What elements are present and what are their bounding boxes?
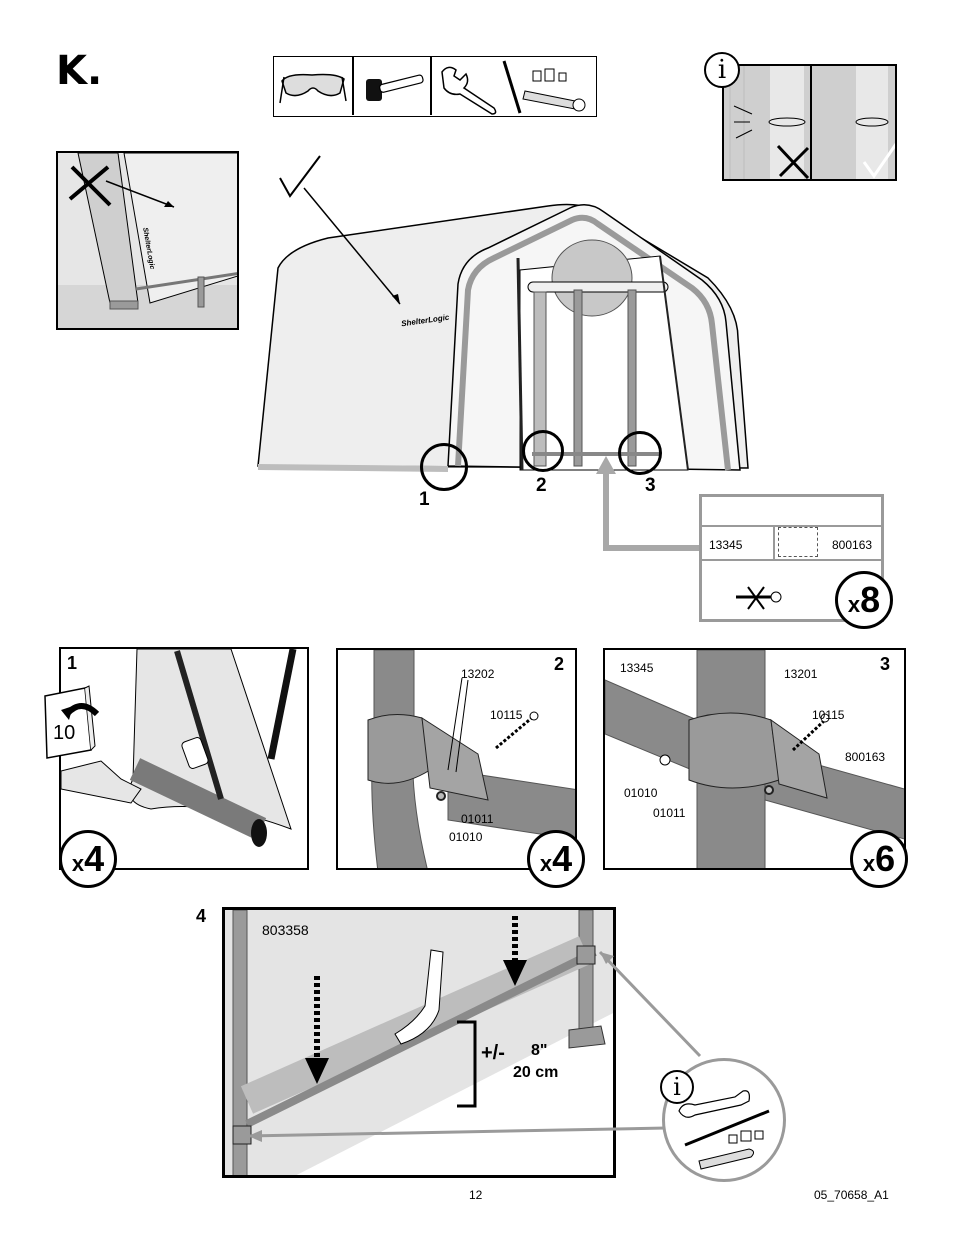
info-icon: i <box>660 1070 694 1104</box>
callout-circle-3 <box>618 431 662 475</box>
tools-strip <box>273 56 597 117</box>
tool-circle <box>662 1058 786 1182</box>
callout-label-3: 3 <box>645 475 656 496</box>
callout-circle-1 <box>420 443 468 491</box>
hardware-part-left: 13345 <box>709 538 743 552</box>
connector-slot <box>778 527 818 557</box>
divider-slash <box>502 60 522 114</box>
safety-glasses-icon <box>279 73 347 104</box>
step-label: K. <box>56 48 103 94</box>
panel-4-height-prefix: +/- <box>481 1042 505 1064</box>
panel-2-part-1: 10115 <box>490 708 523 722</box>
panel-1-multiplier: x4 <box>59 830 117 888</box>
panel-2: 2 13202 10115 01011 01010 <box>336 648 577 870</box>
panel-2-part-0: 13202 <box>461 667 495 681</box>
hardware-pointer-arrow <box>596 456 702 551</box>
page-number: 12 <box>469 1188 483 1202</box>
panel-3-part-0: 13345 <box>620 661 654 675</box>
panel-2-part-3: 01010 <box>449 830 483 844</box>
callout-label-2: 2 <box>536 475 547 496</box>
panel-4-number: 4 <box>196 906 207 926</box>
socket-set-icon <box>522 68 586 112</box>
panel-3-number: 3 <box>880 654 891 674</box>
pointer-arrow <box>105 180 175 208</box>
panel-3-illustration <box>605 650 904 868</box>
panel-4-part: 803358 <box>262 922 309 938</box>
logo-detail-box: ShelterLogic <box>56 151 239 330</box>
page-flip-icon: 10 <box>43 684 101 760</box>
mallet-icon <box>366 74 424 101</box>
panel-1-illustration <box>61 649 297 847</box>
wrench-icon <box>441 66 497 115</box>
page-ref: 10 <box>53 722 76 744</box>
callout-label-1: 1 <box>419 489 430 510</box>
panel-3: 3 13345 13201 10115 800163 01010 01011 <box>603 648 906 870</box>
panel-2-multiplier: x4 <box>527 830 585 888</box>
panel-4-illustration <box>225 910 613 1175</box>
panel-4-height-in: 8" <box>531 1042 548 1059</box>
panel-3-part-2: 10115 <box>812 708 845 722</box>
doc-code: 05_70658_A1 <box>814 1188 889 1202</box>
shelter-overview-illustration <box>257 203 749 472</box>
panel-3-part-3: 800163 <box>845 750 886 764</box>
check-mark-icon <box>279 155 321 198</box>
panel-1-number: 1 <box>67 653 78 673</box>
panel-4-height-cm: 20 cm <box>513 1064 559 1081</box>
panel-2-number: 2 <box>554 654 565 674</box>
panel-3-part-1: 13201 <box>784 667 818 681</box>
info-compare-box <box>722 64 897 181</box>
info-symbol: i <box>673 1073 681 1101</box>
info-symbol: i <box>717 55 727 85</box>
cross-mark-icon <box>68 165 112 207</box>
panel-2-part-2: 01011 <box>461 812 494 826</box>
panel-1: 1 <box>59 647 309 870</box>
panel-3-part-5: 01011 <box>653 806 686 820</box>
pointer-arrow <box>303 187 401 305</box>
panel-2-illustration <box>367 650 575 868</box>
callout-circle-2 <box>522 430 564 472</box>
tool-pointer-lines <box>247 950 702 1142</box>
hardware-part-right: 800163 <box>832 538 873 552</box>
hardware-box: 13345 800163 <box>699 494 884 622</box>
check-mark-icon <box>862 143 895 179</box>
info-icon: i <box>704 52 740 88</box>
cross-mark-icon <box>776 144 810 179</box>
pipe-compare-illustration <box>729 66 889 179</box>
bolt-icon <box>736 586 782 610</box>
panel-3-part-4: 01010 <box>624 786 658 800</box>
hardware-multiplier: x8 <box>835 571 893 629</box>
panel-3-multiplier: x6 <box>850 830 908 888</box>
